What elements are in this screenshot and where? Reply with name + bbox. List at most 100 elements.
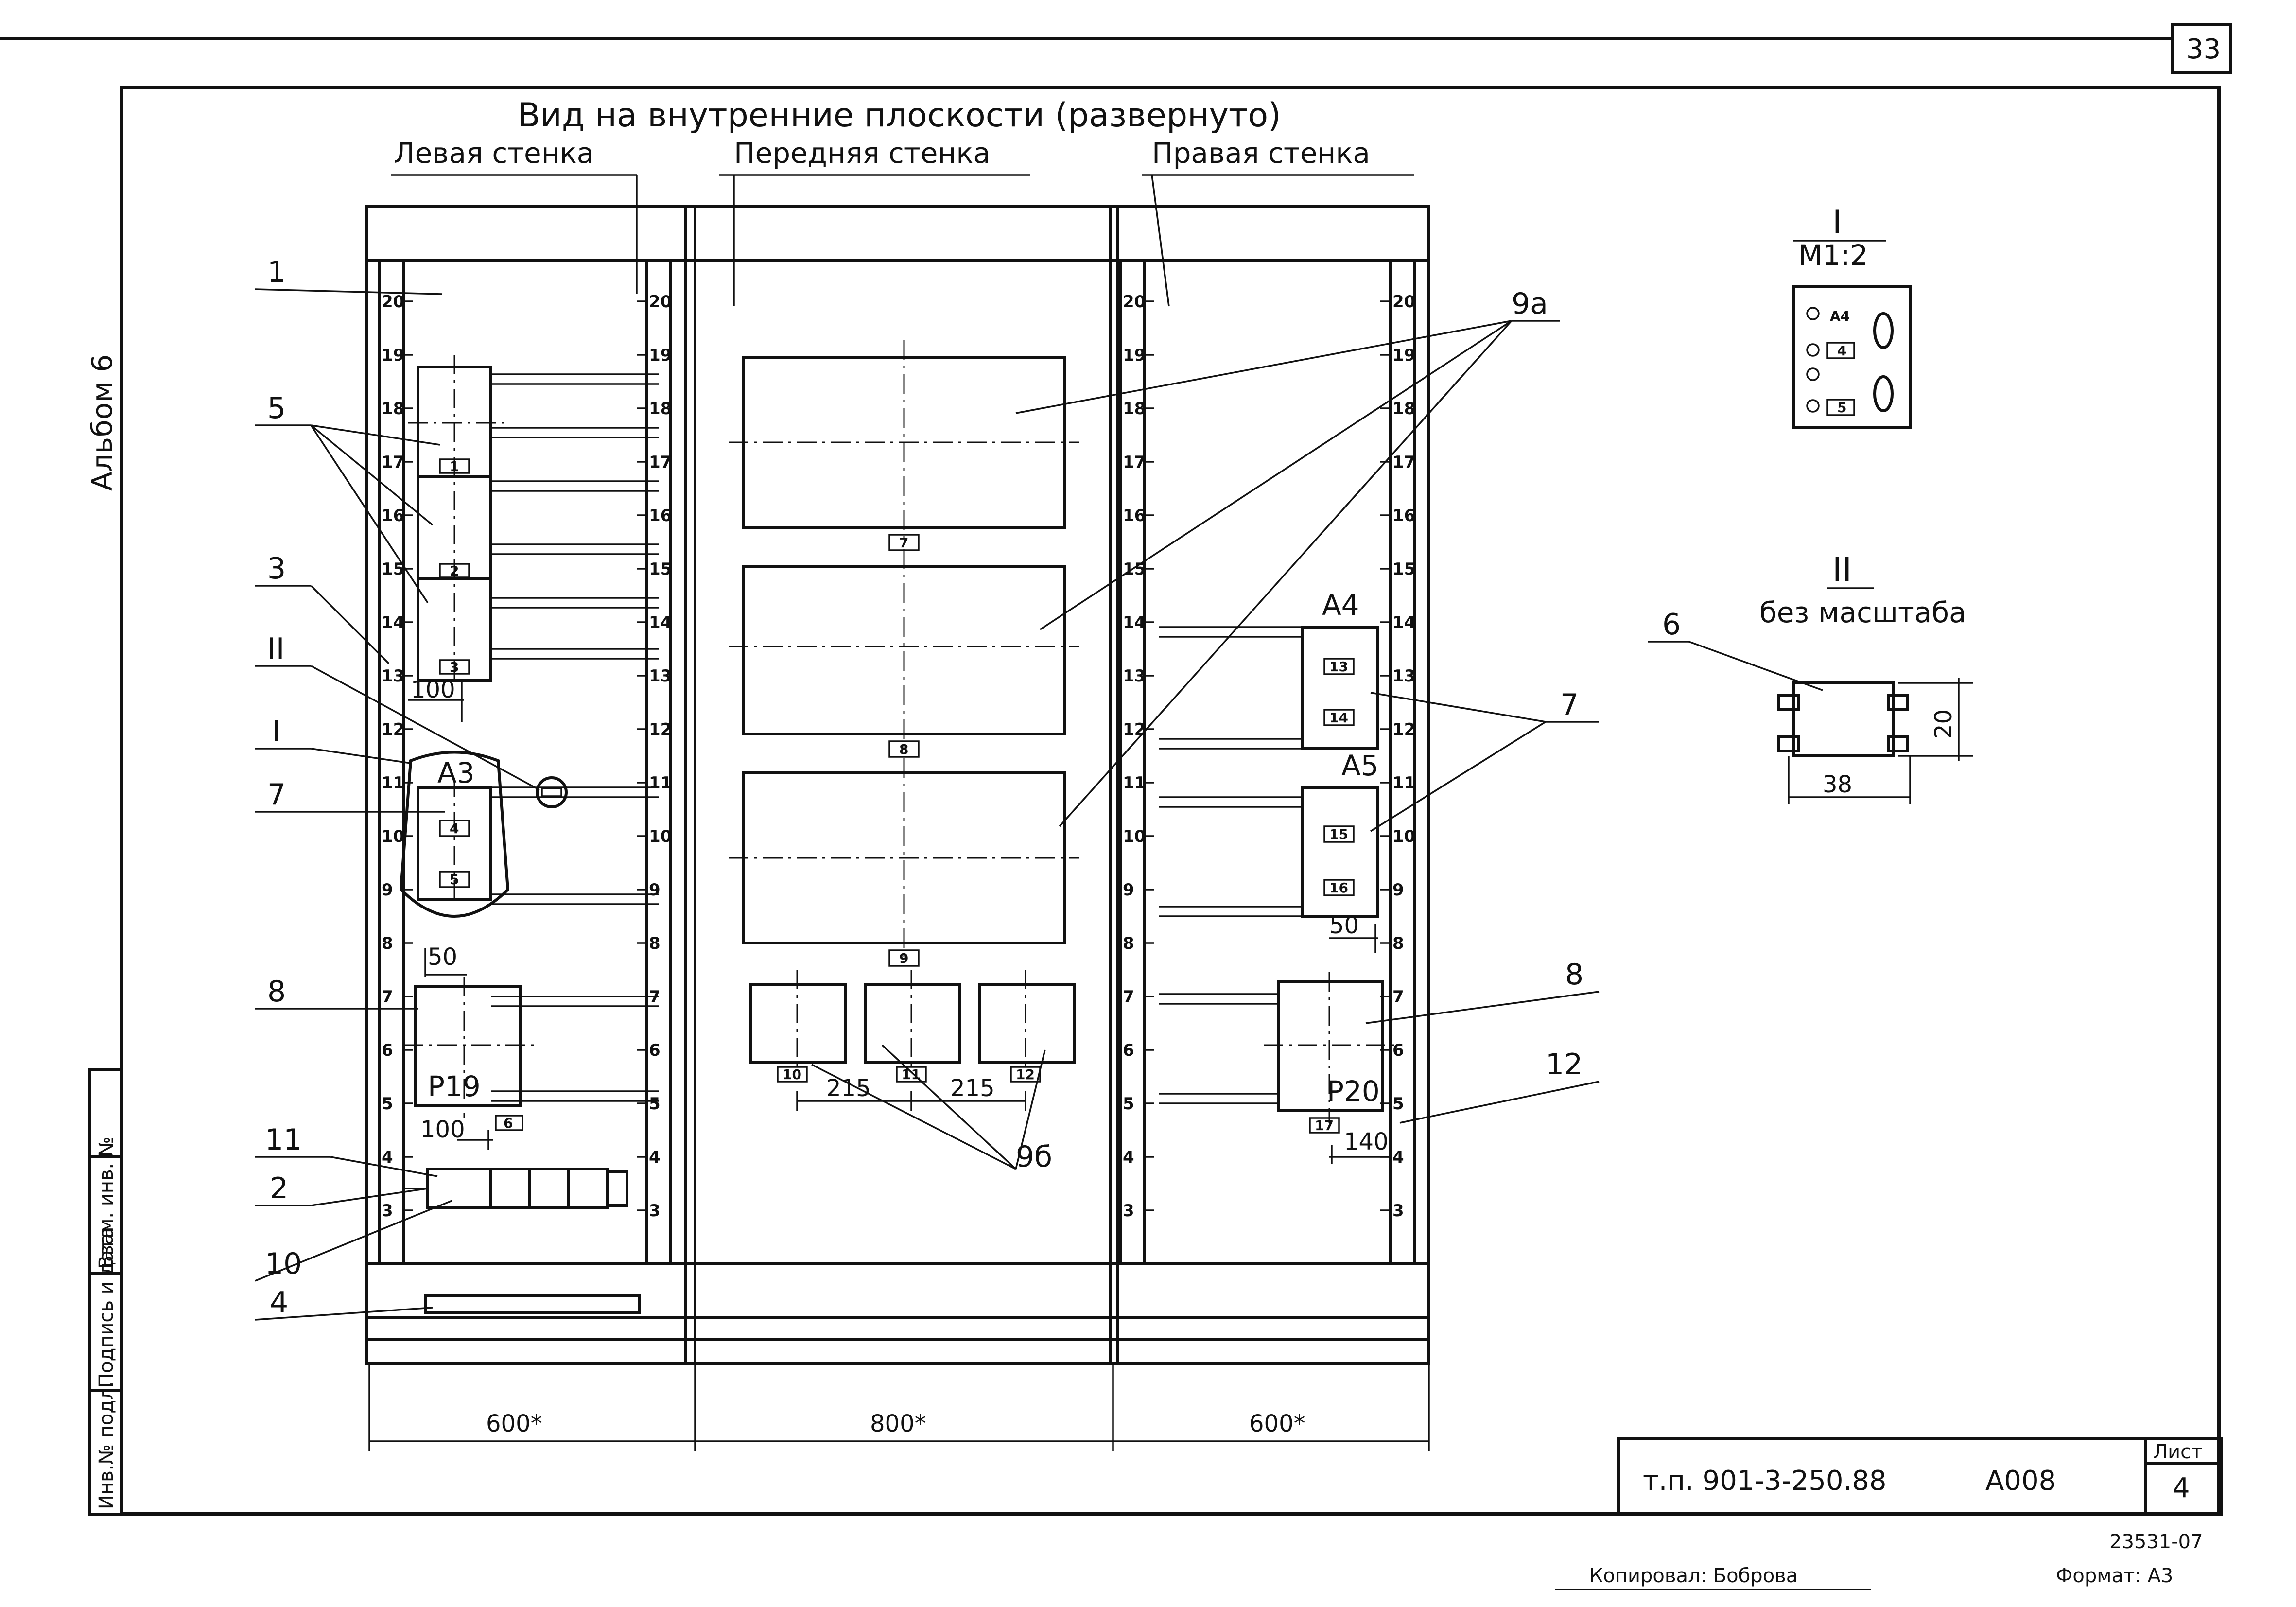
rail-tick-label: 16 [1123, 506, 1146, 525]
dim-20: 20 [1930, 709, 1957, 739]
rail-tick-label: 11 [1392, 773, 1415, 793]
rail-tick-label: 5 [649, 1094, 661, 1114]
rail-tick-label: 10 [1123, 827, 1146, 846]
label-p20: Р20 [1327, 1075, 1380, 1108]
rail-tick-label: 6 [382, 1041, 393, 1060]
rail-tick-label: 19 [382, 346, 404, 365]
label-p19: Р19 [428, 1070, 481, 1103]
rail-tick-label: 16 [649, 506, 672, 525]
rail-tick-label: 4 [1392, 1148, 1404, 1167]
page-number: 33 [2186, 34, 2221, 65]
rail-tick-label: 13 [649, 666, 672, 686]
dim-38: 38 [1823, 771, 1852, 798]
rail-tick-label: 7 [382, 987, 393, 1007]
rail-tick-label: 5 [1123, 1094, 1134, 1114]
callout-9b: 9б [1016, 1140, 1052, 1174]
rail-tick-label: 12 [1123, 720, 1146, 739]
dim-215-right: 215 [950, 1075, 995, 1102]
rail-tick-label: 15 [1392, 559, 1415, 579]
label-a4: А4 [1322, 589, 1359, 622]
callout-12: 12 [1546, 1048, 1583, 1082]
box-number-15: 15 [1329, 826, 1348, 842]
callout-10: 10 [265, 1247, 302, 1281]
rail-tick-label: 20 [649, 292, 672, 312]
stamp-signature-date: Подпись и дата [95, 1227, 118, 1388]
document-code: А008 [1985, 1465, 2056, 1497]
rail-tick-label: 15 [649, 559, 672, 579]
stamp-replaced-inv: Взам. инв. № [95, 1136, 118, 1269]
rail-tick-label: 4 [649, 1148, 661, 1167]
wall-label-front: Передняя стенка [734, 137, 991, 170]
rail-tick-label: 20 [1123, 292, 1146, 312]
rail-tick-label: 11 [382, 773, 404, 793]
callout-II-left: II [267, 632, 284, 666]
detail-I [1792, 240, 1912, 429]
sheet-label: Лист [2153, 1441, 2202, 1463]
rail-tick-label: 10 [382, 827, 404, 846]
box-number-12: 12 [1016, 1066, 1035, 1083]
rail-tick-label: 5 [1392, 1094, 1404, 1114]
side-stamp [88, 1068, 123, 1516]
box-number-14: 14 [1329, 710, 1348, 726]
mounting-rail [1119, 259, 1146, 1265]
rail-tick-label: 12 [382, 720, 404, 739]
rail-tick-label: 6 [1392, 1041, 1404, 1060]
rail-tick-label: 6 [649, 1041, 661, 1060]
rail-tick-label: 10 [649, 827, 672, 846]
box-number-5: 5 [450, 872, 459, 888]
callout-4: 4 [270, 1286, 288, 1320]
box-number-1: 1 [450, 458, 459, 474]
rail-tick-label: 13 [382, 666, 404, 686]
callout-2: 2 [270, 1171, 288, 1205]
rail-tick-label: 16 [1392, 506, 1415, 525]
box-number-8: 8 [899, 741, 908, 757]
callout-5: 5 [267, 391, 286, 425]
rail-tick-label: 9 [1392, 880, 1404, 900]
right-wall-components [1159, 626, 1395, 1164]
rail-tick-label: 9 [649, 880, 661, 900]
rail-tick-label: 17 [1123, 453, 1146, 472]
box-number-16: 16 [1329, 880, 1348, 896]
dim-100-upper: 100 [411, 676, 455, 703]
leader-lines [255, 175, 1823, 1321]
rail-tick-label: 3 [382, 1201, 393, 1221]
detail-II-label: II [1832, 551, 1852, 589]
callout-I-left: I [272, 715, 281, 749]
callout-8-right: 8 [1565, 958, 1583, 992]
rail-tick-label: 8 [382, 934, 393, 953]
rail-tick-label: 17 [1392, 453, 1415, 472]
rail-tick-label: 8 [649, 934, 661, 953]
rail-tick-label: 18 [649, 399, 672, 419]
width-left-wall: 600* [486, 1410, 542, 1437]
stamp-original-inv: Инв.№ подл. [95, 1381, 118, 1509]
front-wall-components [729, 340, 1079, 1111]
detail-II-scale: без масштаба [1759, 596, 1966, 629]
rail-tick-label: 6 [1123, 1041, 1134, 1060]
mounting-rail [1389, 259, 1416, 1265]
rail-tick-label: 20 [1392, 292, 1415, 312]
drawing-title: Вид на внутренние плоскости (развернуто) [518, 96, 1281, 135]
rail-tick-label: 19 [1392, 346, 1415, 365]
album-label: Альбом 6 [86, 354, 119, 491]
rail-tick-label: 10 [1392, 827, 1415, 846]
dim-215-left: 215 [826, 1075, 871, 1102]
rail-tick-label: 7 [1123, 987, 1134, 1007]
rail-tick-label: 3 [649, 1201, 661, 1221]
rail-tick-label: 18 [1392, 399, 1415, 419]
callout-11: 11 [265, 1123, 302, 1157]
project-number: т.п. 901-3-250.88 [1643, 1465, 1887, 1497]
rail-tick-label: 3 [1123, 1201, 1134, 1221]
label-a5: А5 [1341, 749, 1379, 782]
dim-140: 140 [1344, 1128, 1389, 1155]
drawing-frame [0, 23, 2232, 1516]
rail-tick-label: 18 [1123, 399, 1146, 419]
wall-label-right: Правая стенка [1152, 137, 1370, 170]
rail-tick-label: 4 [1123, 1148, 1134, 1167]
detail-I-box-4: 4 [1837, 343, 1846, 359]
rail-tick-label: 9 [1123, 880, 1134, 900]
mounting-rail [645, 259, 672, 1265]
rail-tick-label: 7 [1392, 987, 1404, 1007]
detail-II [1777, 587, 1973, 804]
box-number-10: 10 [783, 1066, 801, 1083]
left-dimensions [408, 681, 493, 1150]
